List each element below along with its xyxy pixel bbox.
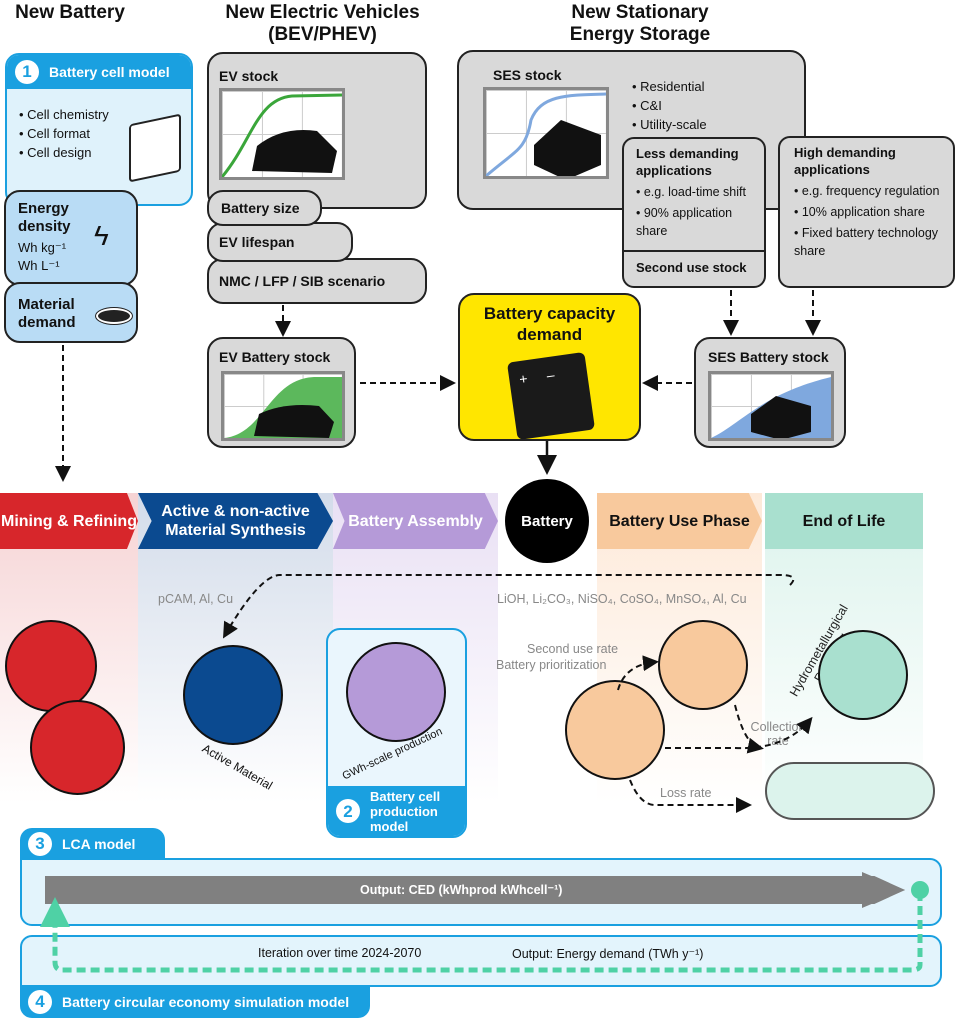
lost-battery-icon (765, 762, 935, 820)
house-icon (751, 396, 811, 438)
bullet: • C&I (632, 98, 662, 113)
material-demand-title: Material demand (18, 296, 76, 331)
car-icon (254, 405, 334, 438)
precursors-label: pCAM, Al, Cu (158, 592, 234, 606)
scenario-label: NMC / LFP / SIB scenario (219, 273, 386, 289)
bullet: • 10% application share (794, 205, 925, 219)
car-icon (252, 130, 337, 173)
high-demanding-title: High demanding applications (794, 145, 896, 177)
battery-size-label: Battery size (221, 200, 300, 216)
less-demanding-box: Less demanding applications • e.g. load-… (622, 137, 766, 288)
model-title: Battery cell production model (370, 788, 441, 834)
bullet: • Cell chemistry (19, 107, 109, 122)
second-use-stock-label: Second use stock (636, 260, 747, 275)
battery-cell-model-box: 1 Battery cell model • Cell chemistry • C… (5, 53, 193, 206)
ev-stock-title: EV stock (219, 68, 279, 84)
model-title: Battery circular economy simulation mode… (62, 993, 350, 1010)
arrow-recycling-to-synthesis (222, 574, 795, 639)
iteration-label: Iteration over time 2024-2070 (258, 946, 422, 960)
arrow-to-second-use (617, 655, 659, 691)
battery-size-pill: Battery size (207, 190, 322, 226)
ses-stock-chart (483, 87, 609, 179)
ses-battery-chart (708, 371, 834, 441)
energy-demand-output-label: Output: Energy demand (TWh y⁻¹) (512, 947, 704, 961)
refining-icon (30, 700, 125, 795)
header-new-ev: New Electric Vehicles (BEV/PHEV) (225, 2, 420, 45)
ev-lifespan-label: EV lifespan (219, 234, 295, 250)
battery-prioritization-label: Battery prioritization (496, 658, 607, 672)
bullet: • 90% application share (636, 206, 733, 238)
material-demand-box: Material demand (4, 282, 138, 343)
high-demanding-box: High demanding applications • e.g. frequ… (778, 136, 955, 288)
arrow-loss (629, 779, 752, 813)
cell-production-icon (346, 642, 446, 742)
ev-stock-curve (222, 93, 342, 177)
less-demanding-title: Less demanding applications (636, 146, 739, 178)
bullet: • e.g. frequency regulation (794, 184, 940, 198)
energy-density-title: Energy density (18, 200, 71, 235)
bullet: • Residential (632, 79, 705, 94)
energy-density-box: Energy density Wh kg⁻¹ Wh L⁻¹ ϟ (4, 190, 138, 286)
model-number: 3 (28, 832, 52, 856)
model-number: 1 (15, 60, 39, 84)
ev-battery-stock-title: EV Battery stock (219, 349, 331, 365)
loss-rate-label: Loss rate (660, 786, 712, 800)
ev-use-icon (565, 680, 665, 780)
model-number: 4 (28, 989, 52, 1014)
ses-stock-title: SES stock (493, 67, 562, 83)
bullet: • Utility-scale (632, 117, 707, 132)
battery-node: Battery (505, 479, 589, 563)
mining-icon (5, 620, 97, 712)
model-title: Battery cell model (49, 64, 170, 80)
ev-battery-stock-box: EV Battery stock (207, 337, 356, 448)
arrow-collection (665, 716, 813, 750)
header-new-battery: New Battery (15, 2, 125, 23)
ses-stock-curve (486, 92, 606, 176)
ev-lifespan-pill: EV lifespan (207, 222, 353, 262)
second-use-house-icon (658, 620, 748, 710)
stage-label: Mining & Refining (0, 493, 138, 549)
bullet: • Fixed battery technology share (794, 226, 939, 258)
house-icon (534, 120, 601, 176)
battery-capacity-demand-box: Battery capacity demand + – (458, 293, 641, 441)
iteration-loop (40, 892, 923, 973)
ev-stock-box: EV stock (207, 52, 427, 209)
header-new-ses: New Stationary Energy Storage (569, 2, 711, 45)
second-use-rate-label: Second use rate (527, 642, 619, 656)
stage-label: Battery Assembly (333, 493, 498, 549)
bullet: • Cell design (19, 145, 92, 160)
recycled-materials-label: LiOH, Li₂CO₃, NiSO₄, CoSO₄, MnSO₄, Al, C… (497, 592, 747, 606)
model-title: LCA model (62, 836, 136, 852)
bullet: • e.g. load-time shift (636, 185, 746, 199)
active-material-icon (183, 645, 283, 745)
collection-rate-label: Collection rate (750, 720, 806, 748)
ses-battery-stock-title: SES Battery stock (708, 349, 829, 365)
capacity-demand-title: Battery capacity demand (483, 304, 616, 344)
stage-synthesis: Active & non-active Material Synthesis (138, 493, 333, 803)
simulation-model-box (20, 935, 942, 987)
unit: Wh L⁻¹ (18, 258, 60, 273)
ev-battery-chart (221, 371, 345, 441)
unit: Wh kg⁻¹ (18, 240, 67, 255)
stage-label: Active & non-active Material Synthesis (138, 493, 333, 549)
ses-battery-stock-box: SES Battery stock (694, 337, 846, 448)
arrow-house-collection (734, 704, 764, 754)
loop-end-dot (911, 881, 929, 899)
model-number: 2 (336, 799, 360, 823)
ced-output-label: Output: CED (kWhprod kWhcell⁻¹) (360, 883, 563, 897)
ev-stock-chart (219, 88, 345, 180)
lightning-icon: ϟ (94, 220, 109, 251)
stage-label: End of Life (765, 493, 923, 549)
bullet: • Cell format (19, 126, 91, 141)
recycling-icon (818, 630, 908, 720)
stage-label: Battery Use Phase (597, 493, 762, 549)
material-pile-icon (96, 308, 132, 324)
